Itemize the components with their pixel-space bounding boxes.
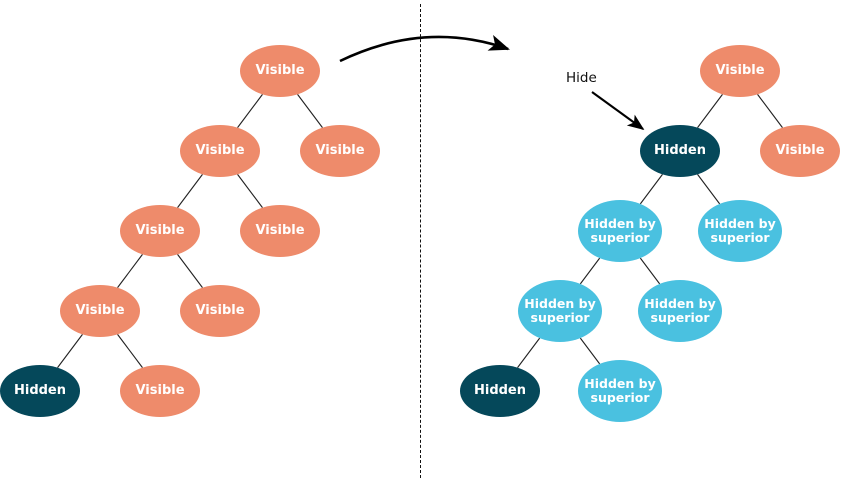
left-node-visible-l2b[interactable]: Visible (300, 125, 380, 177)
tree-edge-l4a-l5b (117, 334, 143, 368)
vertical-dashed-divider (420, 4, 421, 478)
hide-annotation-label: Hide (566, 70, 597, 86)
right-node-visible-r2b[interactable]: Visible (760, 125, 840, 177)
tree-edge-r4a-r5b (579, 337, 601, 365)
node-label: Hidden (653, 142, 707, 158)
tree-edge-l3a-l4a (117, 254, 143, 288)
left-node-visible-l5b[interactable]: Visible (120, 365, 200, 417)
tree-edge-l2a-l3a (177, 174, 203, 208)
node-label: Visible (775, 142, 825, 158)
tree-edge-l2a-l3b (237, 174, 263, 208)
node-label: Visible (195, 302, 245, 318)
left-node-visible-l4b[interactable]: Visible (180, 285, 260, 337)
right-node-visible-r1[interactable]: Visible (700, 45, 780, 97)
left-node-visible-l4a[interactable]: Visible (60, 285, 140, 337)
node-label: Visible (75, 302, 125, 318)
hide-arrow (591, 91, 645, 130)
left-node-visible-l3b[interactable]: Visible (240, 205, 320, 257)
node-label: Hidden (13, 382, 67, 398)
tree-edge-r3a-r4a (579, 257, 601, 285)
tree-edge-l3a-l4b (177, 254, 203, 288)
tree-edge-r3a-r4b (639, 257, 661, 285)
node-label: Visible (255, 62, 305, 78)
tree-edge-r2a-r3b (697, 174, 721, 205)
tree-edge-l4a-l5a (57, 334, 83, 368)
left-node-visible-l1[interactable]: Visible (240, 45, 320, 97)
node-label: Visible (255, 222, 305, 238)
tree-edge-l1-l2a (237, 94, 263, 128)
right-node-hidden-r5a[interactable]: Hidden (460, 365, 540, 417)
tree-edge-r2a-r3a (639, 174, 663, 205)
left-node-hidden-l5a[interactable]: Hidden (0, 365, 80, 417)
tree-edge-r1-r2b (757, 94, 783, 128)
node-label: Visible (135, 222, 185, 238)
transition-arrow (339, 34, 510, 63)
node-label: Visible (715, 62, 765, 78)
left-node-visible-l2a[interactable]: Visible (180, 125, 260, 177)
right-node-hidden-r2a[interactable]: Hidden (640, 125, 720, 177)
node-label: Hidden (473, 382, 527, 398)
tree-edge-r4a-r5a (517, 337, 541, 368)
left-node-visible-l3a[interactable]: Visible (120, 205, 200, 257)
node-label: Visible (135, 382, 185, 398)
node-label: Visible (195, 142, 245, 158)
tree-edge-l1-l2b (297, 94, 323, 128)
node-label: Visible (315, 142, 365, 158)
tree-edge-r1-r2a (697, 94, 723, 128)
